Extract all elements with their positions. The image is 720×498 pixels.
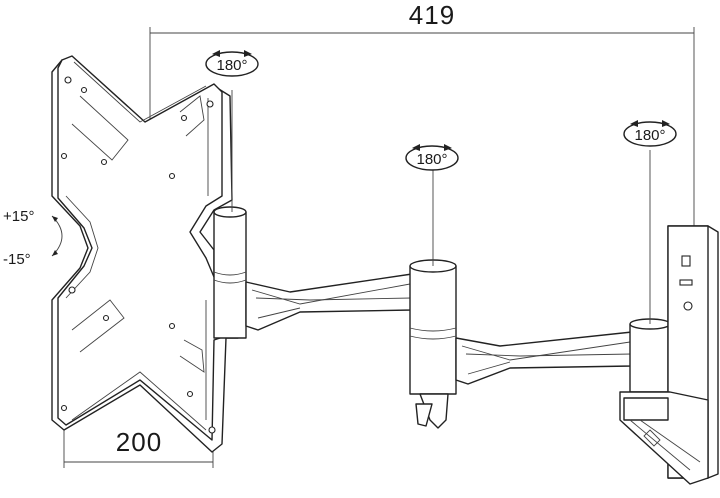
- wall-pivot: [629, 150, 671, 393]
- mounting-hole: [80, 86, 88, 94]
- mounting-hole: [206, 100, 214, 108]
- plate-pivot: [213, 90, 247, 339]
- mounting-hole: [60, 404, 68, 412]
- tilt-up-arrow-icon: [52, 216, 58, 222]
- wall-bracket: [619, 225, 719, 485]
- mounting-hole: [68, 286, 76, 294]
- elbow-rotation-label: 180°: [416, 151, 447, 168]
- mounting-hole: [100, 158, 108, 166]
- tilt-down-arrow-icon: [52, 250, 58, 256]
- wall-rotation-badge: 180°: [623, 120, 677, 147]
- bracket-hole: [683, 301, 693, 311]
- vesa-dimension: 200: [63, 395, 214, 468]
- mounting-hole: [208, 426, 216, 434]
- mounting-hole: [186, 390, 194, 398]
- plate-rotation-label: 180°: [216, 57, 247, 74]
- vesa-dimension-label: 200: [116, 427, 162, 457]
- rotate-arrow-icon: [662, 120, 670, 127]
- rotate-arrow-icon: [212, 50, 220, 57]
- elbow-rotation-badge: 180°: [405, 144, 459, 171]
- mounting-hole: [180, 114, 188, 122]
- mounting-hole: [168, 172, 176, 180]
- rotate-arrow-icon: [444, 144, 452, 151]
- first-arm: [245, 273, 413, 331]
- mounting-hole: [168, 322, 176, 330]
- wall-rotation-label: 180°: [634, 127, 665, 144]
- tilt-indicator: +15° -15°: [3, 208, 63, 268]
- rotate-arrow-icon: [412, 144, 420, 151]
- elbow-pivot: [409, 170, 457, 429]
- mounting-hole: [60, 152, 68, 160]
- plate-rotation-badge: 180°: [205, 50, 259, 77]
- rotate-arrow-icon: [244, 50, 252, 57]
- vesa-plate: [51, 55, 239, 453]
- tilt-down-label: -15°: [3, 251, 31, 268]
- mounting-hole: [64, 76, 72, 84]
- rotate-arrow-icon: [630, 120, 638, 127]
- mounting-hole: [102, 314, 110, 322]
- second-arm: [455, 331, 633, 385]
- width-dimension-label: 419: [409, 0, 455, 30]
- tilt-up-label: +15°: [3, 208, 34, 225]
- bracket-slot: [681, 255, 691, 267]
- bracket-slot: [679, 279, 693, 286]
- width-dimension: 419: [149, 0, 695, 230]
